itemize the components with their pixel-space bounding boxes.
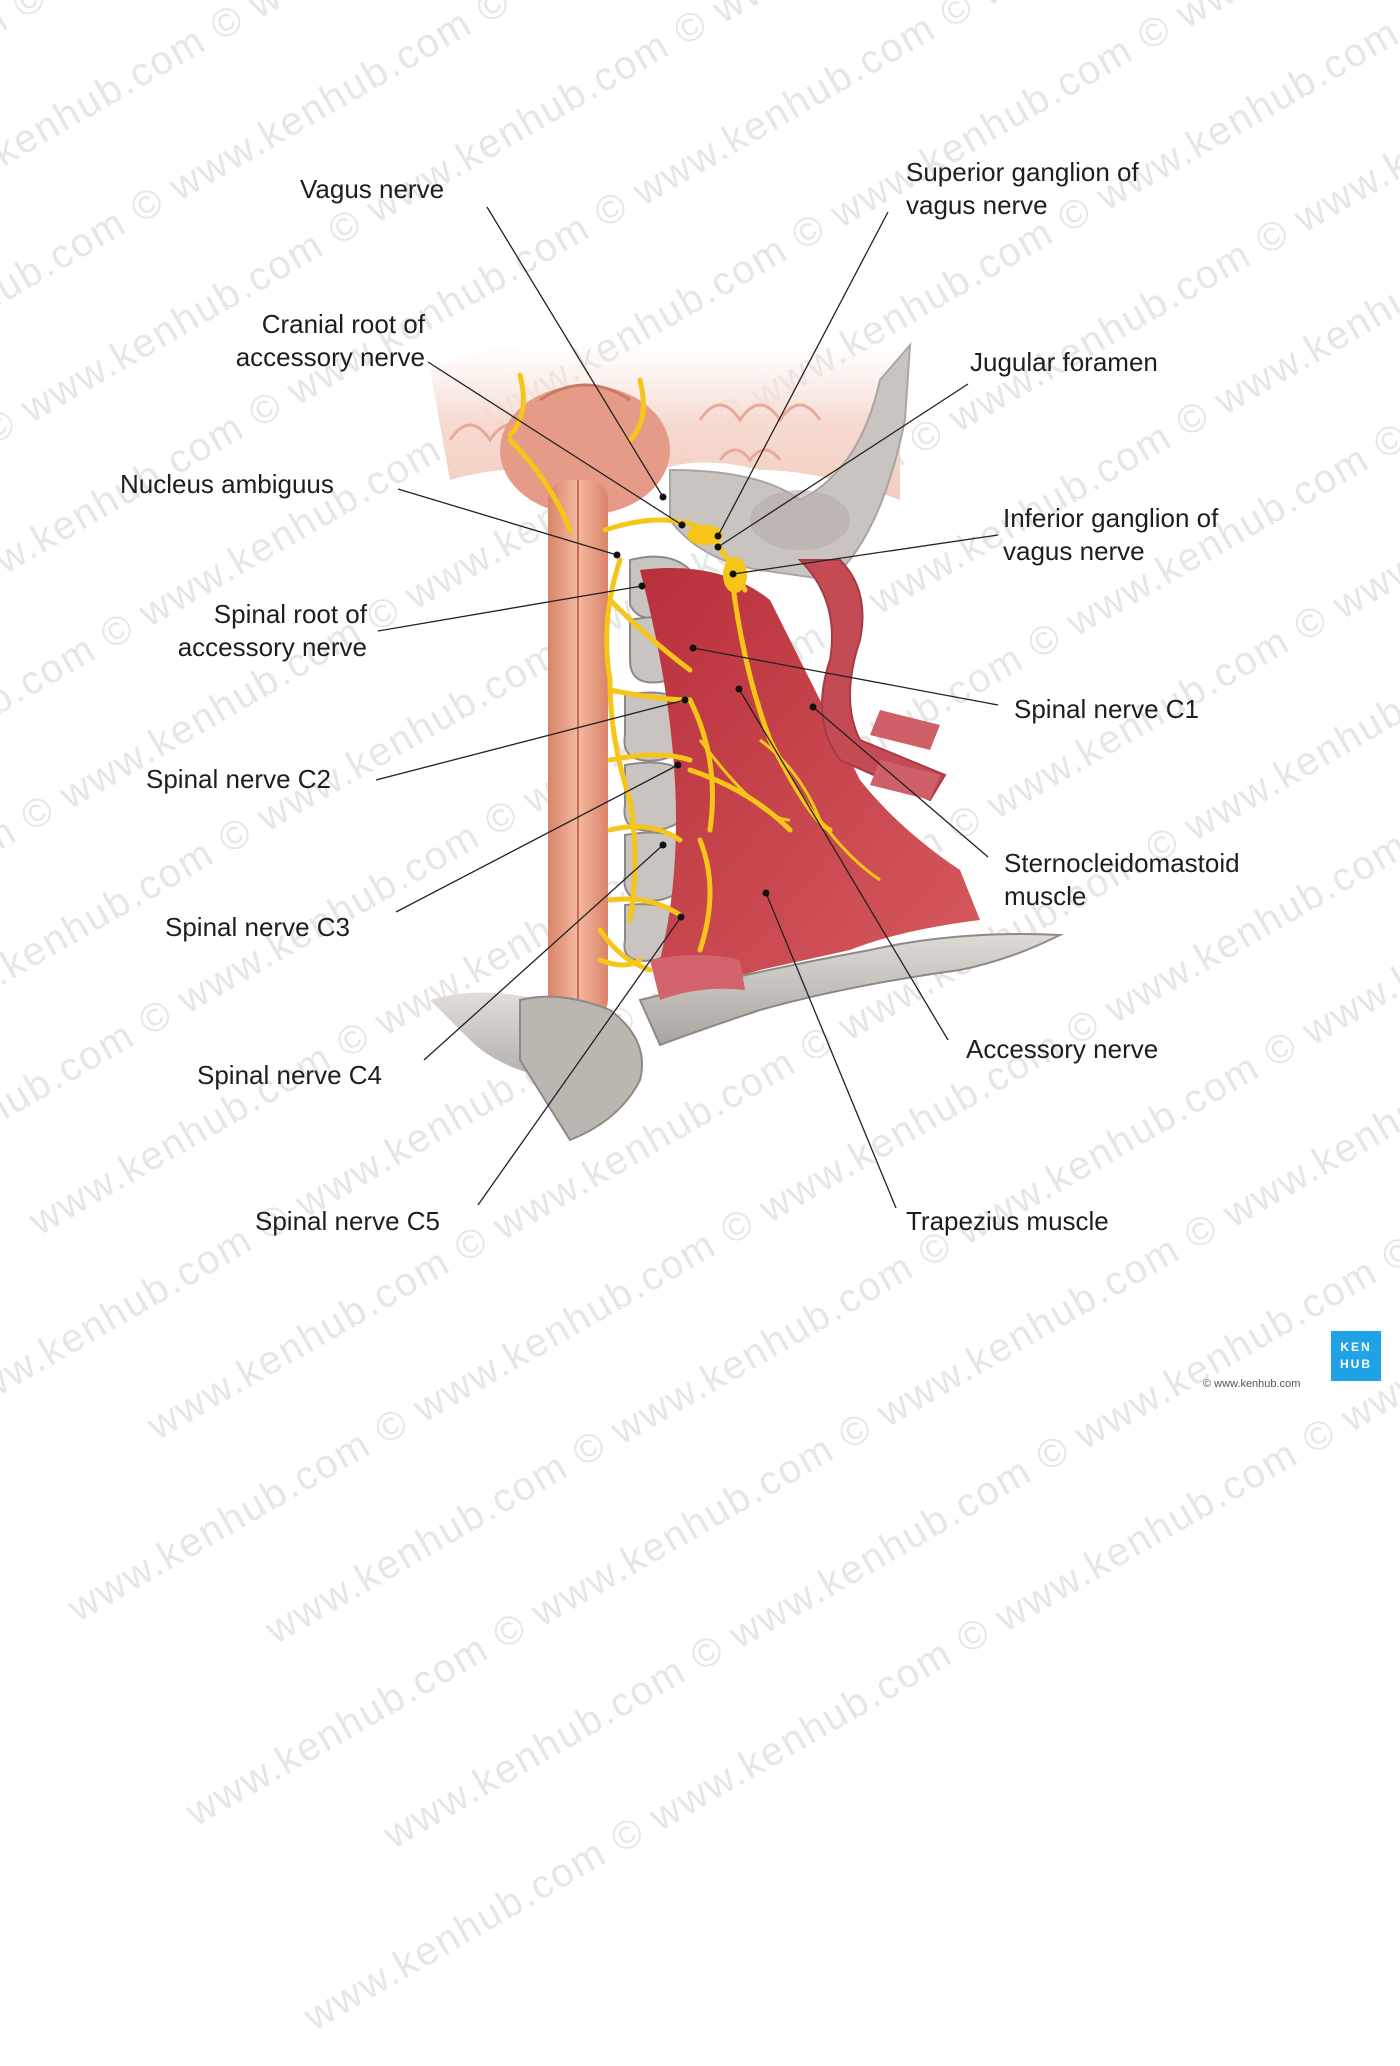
scapula-process (519, 995, 643, 1142)
cerebrum (430, 340, 900, 500)
leader-lines (375, 206, 999, 1209)
label-line: Cranial root of (261, 309, 425, 339)
label-line: vagus nerve (1003, 536, 1145, 566)
label-superior-ganglion: Superior ganglion of vagus nerve (906, 156, 1139, 222)
label-line: Spinal root of (213, 599, 367, 629)
label-jugular-foramen: Jugular foramen (970, 347, 1158, 377)
clavicle (638, 933, 1064, 1047)
label-accessory-nerve: Accessory nerve (966, 1034, 1159, 1064)
logo-line: HUB (1340, 1357, 1372, 1371)
label-sternocleidomastoid: Sternocleidomastoid muscle (1004, 847, 1240, 913)
label-line: Inferior ganglion of (1003, 503, 1219, 533)
credit-text: © www.kenhub.com (1203, 1378, 1301, 1390)
scm-muscle (797, 559, 947, 802)
label-spinal-root: Spinal root of accessory nerve (120, 598, 367, 664)
label-spinal-nerve-c3: Spinal nerve C3 (165, 912, 350, 942)
label-trapezius: Trapezius muscle (906, 1206, 1109, 1236)
label-cranial-root: Cranial root of accessory nerve (180, 308, 425, 374)
leader-dots (613, 493, 817, 921)
label-line: accessory nerve (235, 342, 425, 372)
label-spinal-nerve-c5: Spinal nerve C5 (255, 1206, 440, 1236)
label-line: Sternocleidomastoid (1004, 848, 1240, 878)
label-line: vagus nerve (906, 190, 1048, 220)
kenhub-logo: KEN HUB (1331, 1331, 1381, 1381)
label-line: Superior ganglion of (906, 157, 1139, 187)
superior-ganglion (687, 525, 747, 593)
trapezius-muscle (640, 568, 980, 978)
label-nucleus-ambiguus: Nucleus ambiguus (120, 469, 334, 499)
label-spinal-nerve-c4: Spinal nerve C4 (197, 1060, 382, 1090)
label-inferior-ganglion: Inferior ganglion of vagus nerve (1003, 502, 1218, 568)
illustration (375, 206, 1064, 1209)
label-line: muscle (1004, 881, 1087, 911)
label-vagus-nerve: Vagus nerve (300, 174, 445, 204)
label-spinal-nerve-c1: Spinal nerve C1 (1014, 694, 1199, 724)
label-spinal-nerve-c2: Spinal nerve C2 (146, 764, 331, 794)
logo-line: KEN (1340, 1340, 1372, 1354)
label-line: accessory nerve (177, 632, 367, 662)
